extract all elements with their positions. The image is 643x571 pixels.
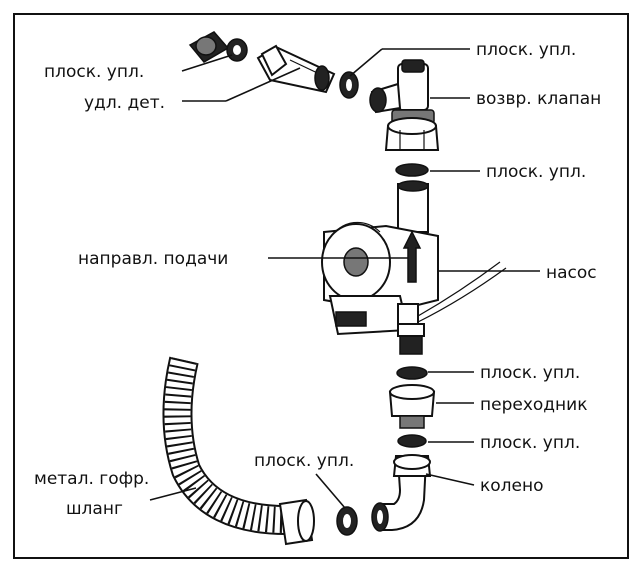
label-pump: насос [546, 263, 597, 283]
pump-inlet-pipe [397, 180, 429, 233]
flat-gasket-4 [397, 434, 427, 448]
label-flat-gasket-left: плоск. упл. [44, 62, 144, 82]
label-flat-gasket-3: плоск. упл. [480, 363, 580, 383]
label-elbow: колено [480, 476, 544, 496]
label-flow-direction: направл. подачи [78, 249, 228, 269]
pump-outlet [397, 323, 425, 355]
flat-gasket-hose [336, 506, 358, 536]
circulation-pump [321, 221, 507, 336]
union-nut [384, 117, 440, 151]
label-check-valve: возвр. клапан [476, 89, 601, 109]
label-hose-line2: шланг [66, 499, 123, 519]
label-flat-gasket-top: плоск. упл. [476, 40, 576, 60]
flow-arrow-icon [402, 230, 422, 283]
label-flat-gasket-2: плоск. упл. [486, 162, 586, 182]
check-valve [369, 59, 435, 125]
label-flat-gasket-hose: плоск. упл. [254, 451, 354, 471]
elbow-fitting [371, 454, 432, 532]
label-adapter: переходник [480, 395, 587, 415]
adapter-fitting [388, 384, 436, 429]
extension-assembly [188, 31, 359, 99]
flat-gasket-3 [396, 366, 428, 380]
leader-lines [149, 48, 540, 509]
flat-gasket-2 [395, 163, 429, 177]
corrugated-metal-hose [162, 356, 315, 546]
label-hose-line1: метал. гофр. [34, 469, 149, 489]
label-extension-piece: удл. дет. [84, 93, 165, 113]
label-flat-gasket-4: плоск. упл. [480, 433, 580, 453]
diagram-frame [13, 13, 629, 559]
